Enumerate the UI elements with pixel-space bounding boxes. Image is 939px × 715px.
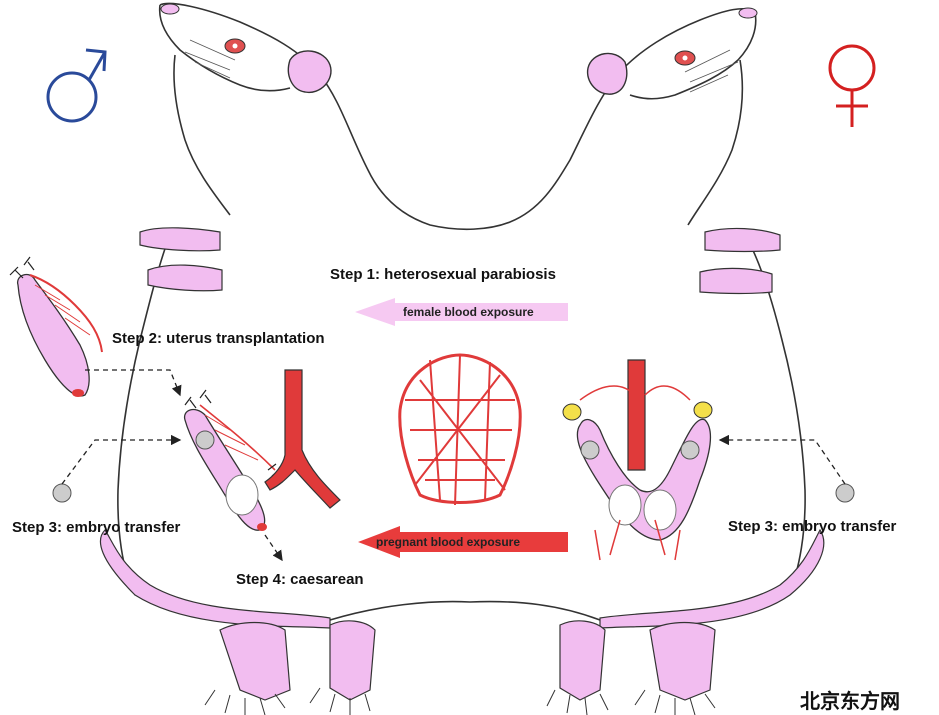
female-blood-label: female blood exposure [403,305,534,319]
dashed-arrows [61,369,846,562]
capillary-network [398,353,522,506]
embryo-left-icon [52,483,72,503]
embryo-right-icon [835,483,855,503]
host-artery [264,369,341,509]
hind-legs [219,620,716,701]
step2-label: Step 2: uterus transplantation [112,330,325,347]
transplanted-uterus [183,389,281,531]
right-rat-ear [586,52,628,95]
step1-label: Step 1: heterosexual parabiosis [330,266,556,283]
step3-left-label: Step 3: embryo transfer [12,519,181,536]
whiskers [184,39,739,93]
male-symbol-icon [46,48,107,123]
watermark-text: 北京东方网 [800,691,900,713]
left-rat-nose [160,3,180,15]
female-symbol-icon [828,44,876,127]
pregnant-blood-arrow [358,526,568,558]
donor-uterus [9,256,103,397]
left-rat-ear [287,50,332,94]
female-uterus [562,359,713,561]
pregnant-blood-label: pregnant blood exposure [376,535,521,549]
female-blood-arrow [355,298,568,326]
toes [204,687,716,715]
front-paws [139,227,781,295]
right-rat-nose [738,7,758,19]
step4-label: Step 4: caesarean [236,571,364,588]
step3-right-label: Step 3: embryo transfer [728,518,897,535]
